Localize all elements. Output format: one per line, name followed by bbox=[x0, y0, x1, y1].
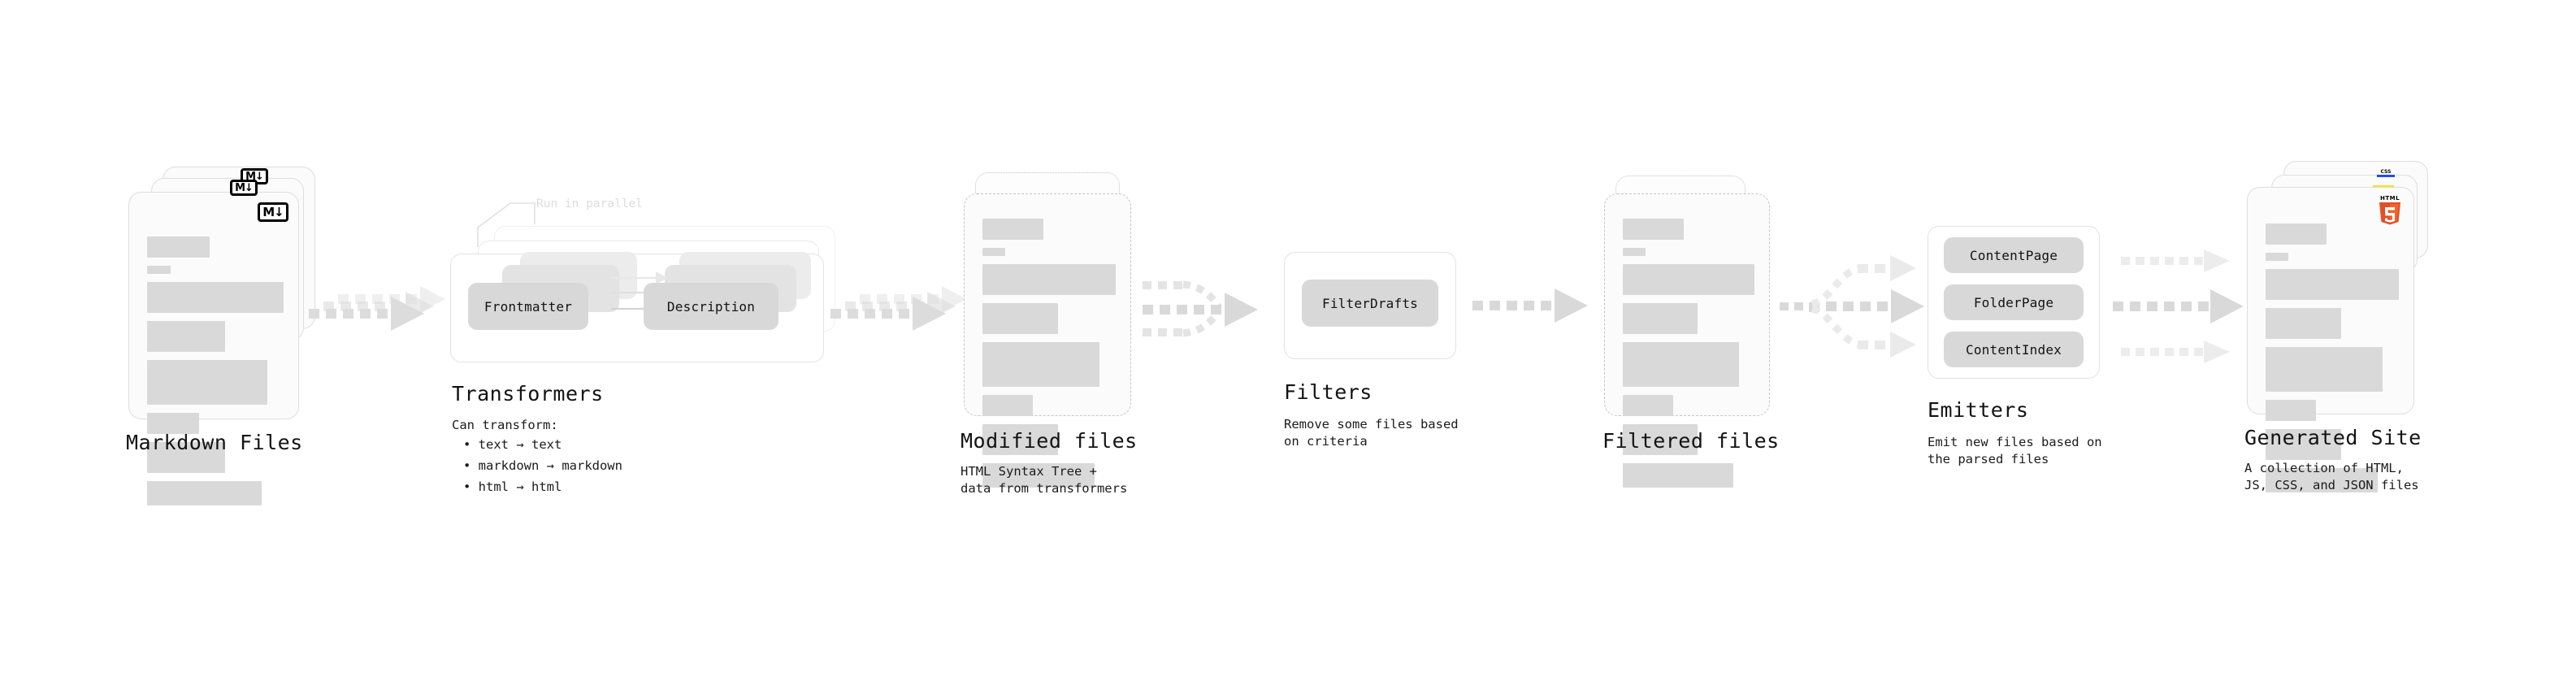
markdown-file-content bbox=[147, 236, 284, 514]
stage-desc-modified-files: HTML Syntax Tree + data from transformer… bbox=[961, 464, 1128, 496]
bullet-glyph-1: • bbox=[463, 458, 479, 473]
transformer-bullet-label-1: markdown → markdown bbox=[478, 458, 622, 473]
bullet-glyph-2: • bbox=[463, 479, 479, 494]
transformer-bullet-1: • markdown → markdown bbox=[463, 458, 622, 475]
transformer-bullet-label-0: text → text bbox=[478, 437, 562, 452]
markdown-file-card-front: M↓ bbox=[128, 192, 299, 505]
generated-site-content bbox=[2266, 223, 2399, 501]
stage-title-emitters: Emitters bbox=[1928, 398, 2029, 422]
filtered-file-card-front bbox=[1604, 193, 1770, 488]
transformer-chip-frontmatter[interactable]: Frontmatter bbox=[468, 283, 588, 330]
stage-title-modified-files: Modified files bbox=[961, 429, 1138, 453]
markdown-logo-icon: M↓ bbox=[258, 202, 288, 222]
stage-desc-emitters: Emit new files based on the parsed files bbox=[1928, 435, 2102, 466]
connector-filters-to-filtered-files bbox=[1472, 288, 1588, 323]
svg-text:HTML: HTML bbox=[2380, 195, 2400, 202]
css3-icon: CSS bbox=[2377, 168, 2395, 177]
run-in-parallel-label: Run in parallel bbox=[536, 197, 643, 210]
stage-desc-filters: Remove some files based on criteria bbox=[1284, 417, 1459, 449]
filtered-file-content bbox=[1623, 219, 1754, 496]
stage-title-transformers: Transformers bbox=[452, 382, 604, 406]
emitter-chip-contentpage[interactable]: ContentPage bbox=[1944, 237, 2084, 273]
stage-title-markdown-files: Markdown Files bbox=[126, 431, 303, 454]
transformer-bullet-2: • html → html bbox=[463, 479, 562, 496]
emitter-chip-folderpage[interactable]: FolderPage bbox=[1944, 284, 2084, 320]
connector-emitters-to-generated-site bbox=[2113, 249, 2244, 363]
connector-markdown-to-transformers bbox=[309, 286, 445, 331]
modified-file-card-front bbox=[964, 193, 1131, 488]
transformer-bullet-label-2: html → html bbox=[478, 479, 562, 494]
run-in-parallel-bracket bbox=[477, 202, 536, 247]
html5-icon: HTML bbox=[2379, 195, 2400, 225]
connector-modified-files-to-filters bbox=[1143, 280, 1258, 337]
modified-file-content bbox=[982, 219, 1116, 496]
generated-site-card-front: HTML bbox=[2247, 187, 2414, 492]
svg-text:CSS: CSS bbox=[2381, 169, 2392, 175]
stage-title-filtered-files: Filtered files bbox=[1602, 429, 1780, 453]
connector-transformers-to-modified-files bbox=[830, 286, 967, 331]
stage-desc-transformers: Can transform: bbox=[452, 418, 558, 432]
stage-title-filters: Filters bbox=[1284, 380, 1373, 404]
transformer-bullet-0: • text → text bbox=[463, 436, 562, 453]
emitter-chip-contentindex[interactable]: ContentIndex bbox=[1944, 332, 2084, 367]
filter-chip-filterdrafts[interactable]: FilterDrafts bbox=[1302, 280, 1438, 327]
transformer-chip-description[interactable]: Description bbox=[644, 283, 778, 330]
markdown-logo-icon-back-1: M↓ bbox=[230, 180, 258, 196]
connector-filtered-files-to-emitters bbox=[1780, 255, 1924, 358]
bullet-glyph-0: • bbox=[463, 437, 479, 452]
stage-title-generated-site: Generated Site bbox=[2244, 426, 2422, 449]
stage-desc-generated-site: A collection of HTML, JS, CSS, and JSON … bbox=[2244, 461, 2419, 492]
